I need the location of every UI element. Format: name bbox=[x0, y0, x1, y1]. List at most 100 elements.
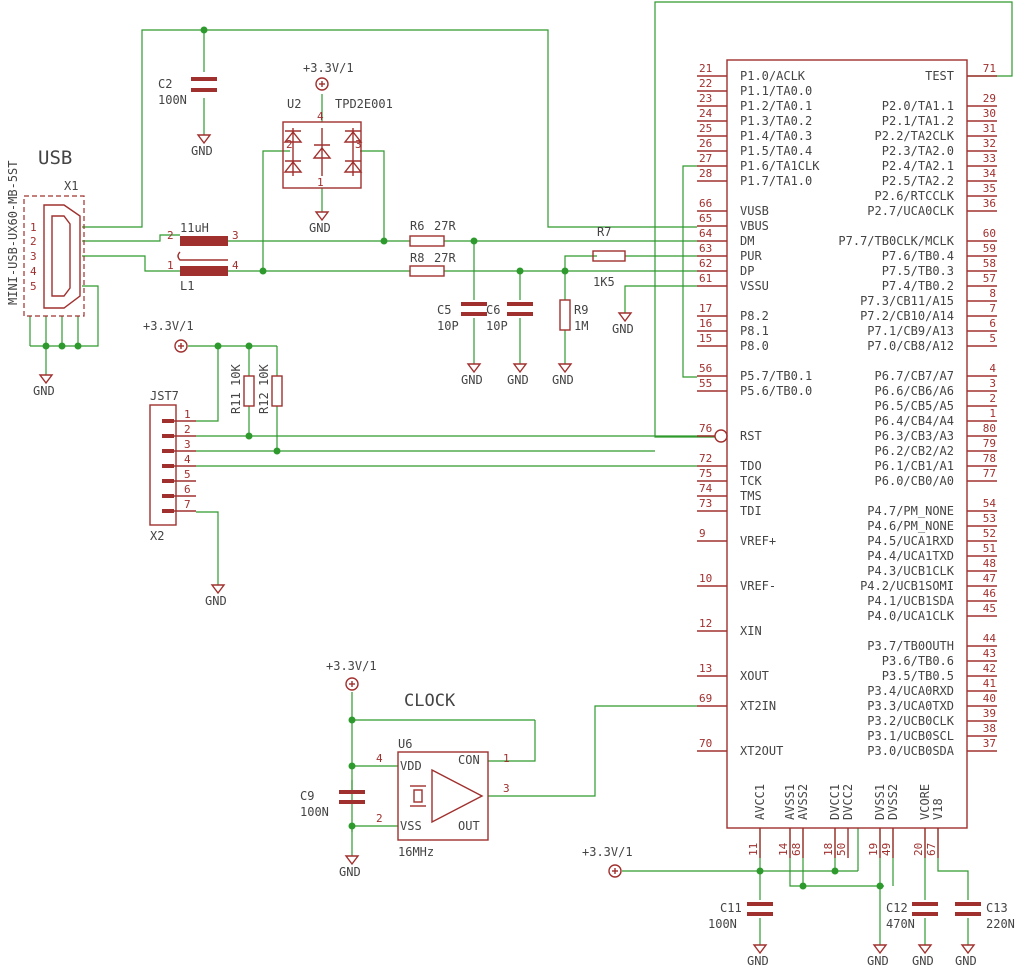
mcu-pin-number: 25 bbox=[699, 122, 712, 135]
mcu-pin-number: 30 bbox=[983, 107, 996, 120]
x1-part: MINI-USB-UX60-MB-5ST bbox=[6, 161, 20, 306]
mcu-pin-number: 34 bbox=[983, 167, 997, 180]
x1-ref: X1 bbox=[64, 179, 78, 193]
clock-title: CLOCK bbox=[404, 691, 456, 711]
gnd-label: GND bbox=[867, 954, 889, 968]
mcu-pin-name: P2.2/TA2CLK bbox=[875, 129, 955, 143]
mcu-pin-name: P1.4/TA0.3 bbox=[740, 129, 812, 143]
mcu-pin-number: 50 bbox=[835, 843, 848, 856]
mcu-pin-number: 36 bbox=[983, 197, 996, 210]
c2-value: 100N bbox=[158, 93, 187, 107]
gnd-symbol: GND bbox=[33, 374, 55, 398]
mcu-pin-name: P6.4/CB4/A4 bbox=[875, 414, 954, 428]
gnd-label: GND bbox=[507, 373, 529, 387]
mcu-pin-number: 22 bbox=[699, 77, 712, 90]
mcu-pin-number: 78 bbox=[983, 452, 996, 465]
mcu-pin-number: 15 bbox=[699, 332, 712, 345]
mcu-pin-number: 40 bbox=[983, 692, 996, 705]
svg-text:3: 3 bbox=[232, 229, 239, 242]
mcu-pin-right: 5P7.0/CB8/A12 bbox=[867, 332, 997, 353]
mcu-pin-name: P2.7/UCA0CLK bbox=[867, 204, 954, 218]
c2-ref: C2 bbox=[158, 77, 172, 91]
mcu-pin-name: P1.3/TA0.2 bbox=[740, 114, 812, 128]
u6-out: OUT bbox=[458, 819, 480, 833]
gnd-symbol: GND bbox=[955, 944, 977, 968]
mcu-pin-name: VUSB bbox=[740, 204, 769, 218]
c5-ref: C5 bbox=[437, 303, 451, 317]
mcu-pin-number: 21 bbox=[699, 62, 712, 75]
mcu-pin-name: P7.5/TB0.3 bbox=[882, 264, 954, 278]
mcu-pin-number: 31 bbox=[983, 122, 996, 135]
mcu-pin-number: 51 bbox=[983, 542, 996, 555]
c13-value: 220N bbox=[986, 917, 1015, 931]
mcu-pin-number: 12 bbox=[699, 617, 712, 630]
jst-pin: 4 bbox=[162, 453, 196, 468]
mcu-pin-name: P3.7/TB0OUTH bbox=[867, 639, 954, 653]
mcu-pin-number: 79 bbox=[983, 437, 996, 450]
mcu-pin-name: P1.1/TA0.0 bbox=[740, 84, 812, 98]
capacitor-c9: C9 100N bbox=[300, 789, 365, 819]
gnd-symbol: GND bbox=[339, 855, 361, 879]
jst-pin: 6 bbox=[162, 483, 196, 498]
mcu-pin-name: P7.1/CB9/A13 bbox=[867, 324, 954, 338]
mcu-pin-name: VREF- bbox=[740, 579, 776, 593]
mcu-pin-number: 46 bbox=[983, 587, 996, 600]
mcu-pin-name: V18 bbox=[931, 798, 945, 820]
gnd-label: GND bbox=[461, 373, 483, 387]
gnd-label: GND bbox=[955, 954, 977, 968]
c6-value: 10P bbox=[486, 319, 508, 333]
mcu-pin-number: 3 bbox=[989, 377, 996, 390]
gnd-symbol: GND bbox=[912, 944, 934, 968]
gnd-label: GND bbox=[339, 865, 361, 879]
l1-ref: L1 bbox=[180, 279, 194, 293]
gnd-label: GND bbox=[309, 221, 331, 235]
mcu-pin-name: P7.7/TB0CLK/MCLK bbox=[838, 234, 954, 248]
svg-text:4: 4 bbox=[317, 110, 324, 123]
capacitor-c6: C6 10P bbox=[486, 302, 533, 333]
capacitor-c2: C2 100N bbox=[158, 77, 217, 107]
svg-text:4: 4 bbox=[232, 259, 239, 272]
mcu-pin-name: DM bbox=[740, 234, 754, 248]
mcu-pin-number: 4 bbox=[989, 362, 996, 375]
jst-ref: JST7 bbox=[150, 389, 179, 403]
mcu-pin-number: 43 bbox=[983, 647, 996, 660]
u2-part: TPD2E001 bbox=[335, 97, 393, 111]
mcu-pin-name: P6.3/CB3/A3 bbox=[875, 429, 954, 443]
mcu-pin-number: 1 bbox=[989, 407, 996, 420]
vcc-symbol: +3.3V/1 bbox=[143, 319, 194, 353]
svg-text:2: 2 bbox=[167, 229, 174, 242]
c9-value: 100N bbox=[300, 805, 329, 819]
mcu-pin-name: P1.5/TA0.4 bbox=[740, 144, 812, 158]
mcu-pin-right: 2P6.5/CB5/A5 bbox=[875, 392, 997, 413]
mcu-pin-name: P6.5/CB5/A5 bbox=[875, 399, 954, 413]
mcu-pin-name: P2.6/RTCCLK bbox=[875, 189, 955, 203]
gnd-label: GND bbox=[912, 954, 934, 968]
u2-ref: U2 bbox=[287, 97, 301, 111]
wires bbox=[29, 1, 1013, 945]
mcu-pin-name: P7.2/CB10/A14 bbox=[860, 309, 954, 323]
mcu-pin-name: P4.5/UCA1RXD bbox=[867, 534, 954, 548]
